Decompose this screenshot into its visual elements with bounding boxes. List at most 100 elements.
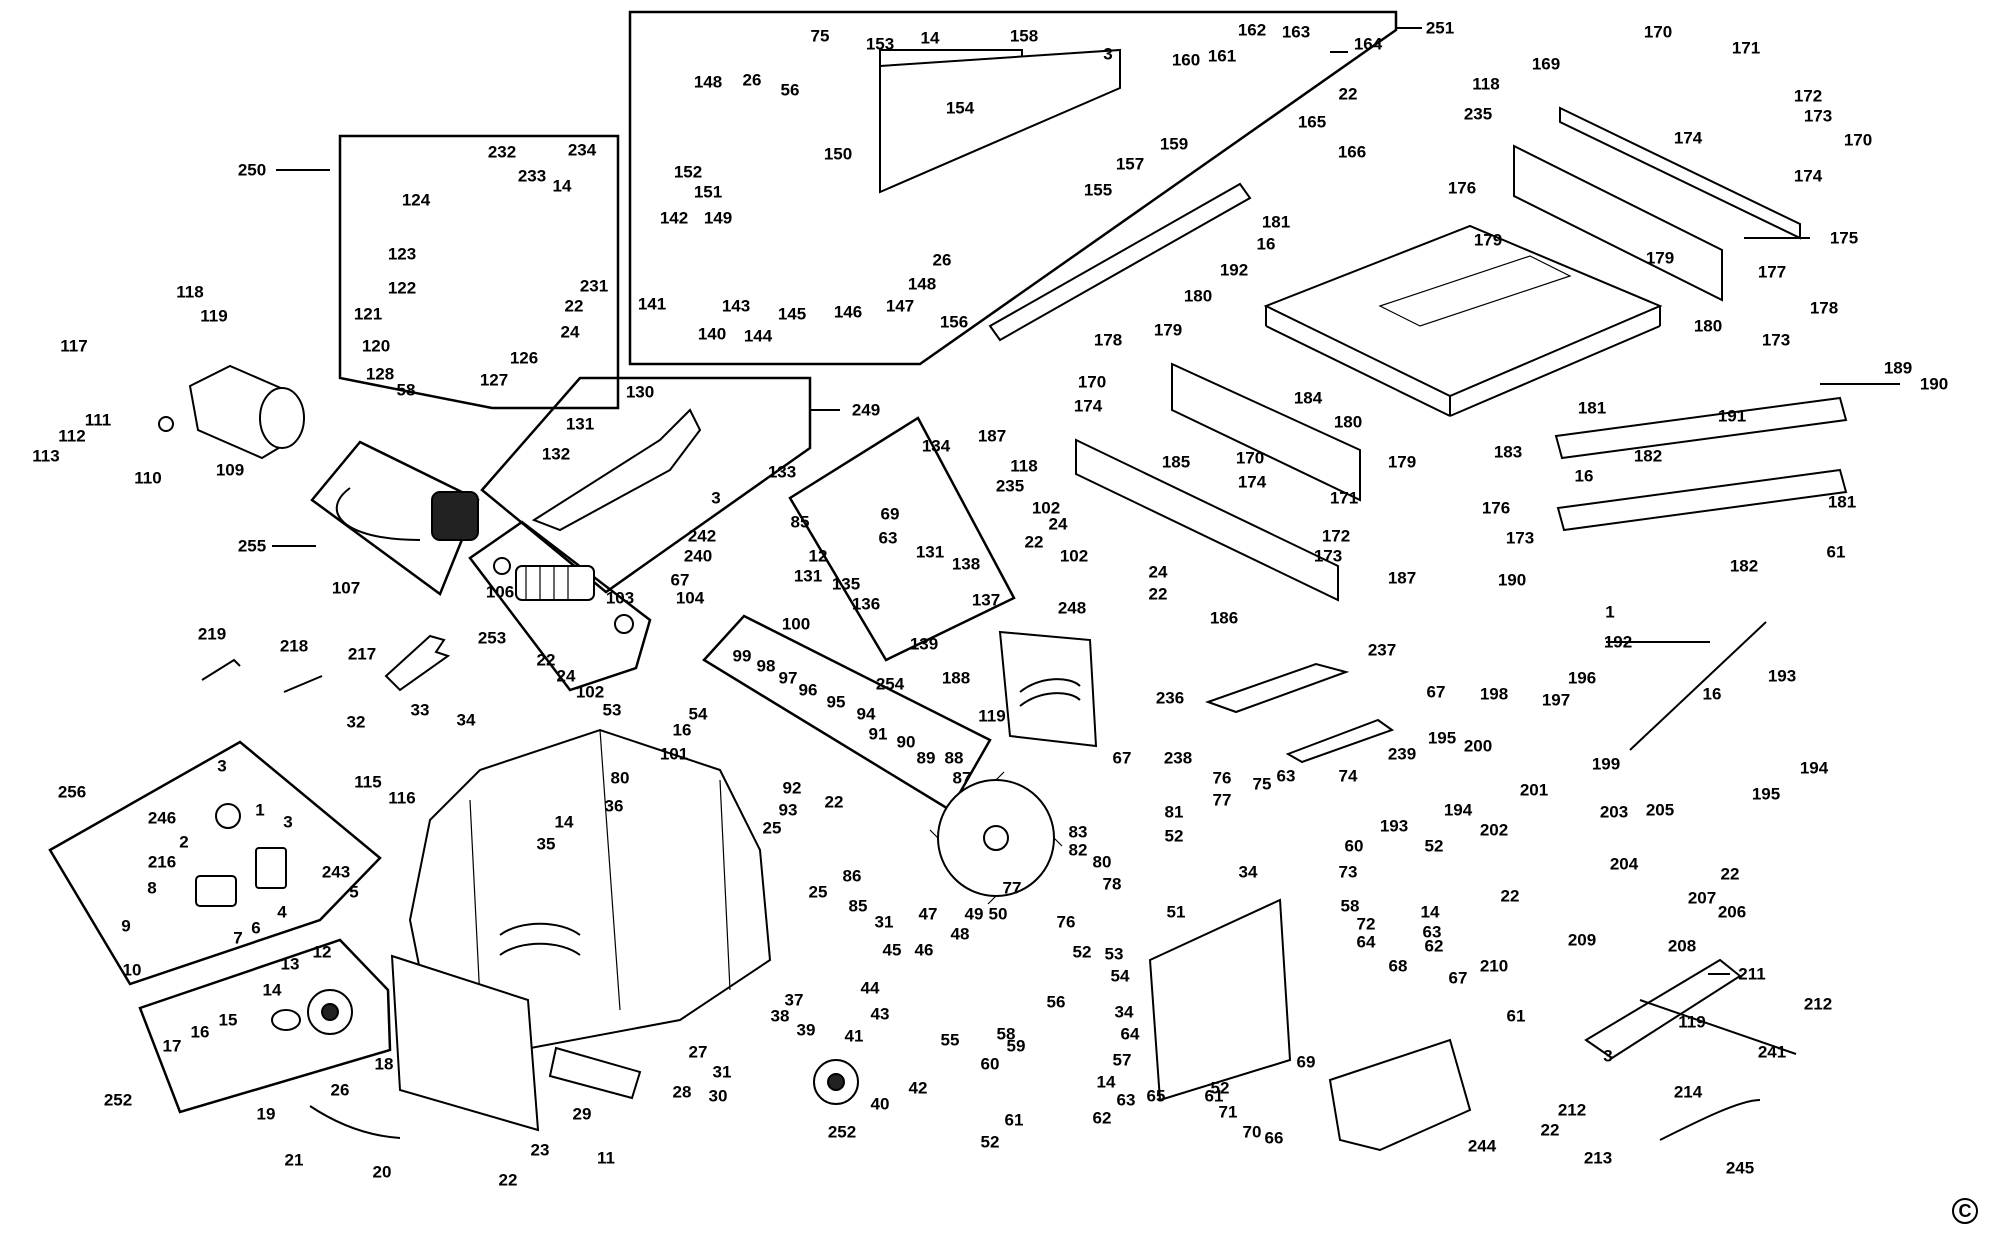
part-number-label: 64 [1356, 932, 1376, 952]
part-number-label: 58 [396, 380, 416, 400]
part-number-label: 131 [793, 566, 823, 586]
part-number-label: 54 [1110, 966, 1130, 986]
part-number-label: 41 [844, 1026, 864, 1046]
part-number-label: 153 [865, 34, 895, 54]
group-box-253 [468, 520, 652, 692]
part-number-label: 197 [1541, 690, 1571, 710]
part-number-label: 54 [688, 704, 708, 724]
part-number-label: 166 [1337, 142, 1367, 162]
part-number-label: 152 [673, 162, 703, 182]
part-number-label: 212 [1557, 1100, 1587, 1120]
part-number-label: 154 [945, 98, 975, 118]
part-number-label: 61 [1826, 542, 1846, 562]
part-number-label: 151 [693, 182, 723, 202]
group-box-256 [48, 740, 382, 986]
part-number-label: 99 [732, 646, 752, 666]
part-number-label: 64 [1120, 1024, 1140, 1044]
part-number-label: 149 [703, 208, 733, 228]
part-number-label: 184 [1293, 388, 1323, 408]
part-number-label: 193 [1767, 666, 1797, 686]
part-number-label: 19 [256, 1104, 276, 1124]
part-number-label: 174 [1793, 166, 1823, 186]
part-number-label: 150 [823, 144, 853, 164]
part-number-label: 63 [1116, 1090, 1136, 1110]
part-number-label: 116 [388, 788, 416, 808]
part-number-label: 65 [1146, 1086, 1166, 1106]
part-number-label: 158 [1009, 26, 1039, 46]
copyright-icon: C [1952, 1198, 1978, 1224]
part-number-label: 49 [964, 904, 984, 924]
part-number-label: 200 [1463, 736, 1493, 756]
part-number-label: 173 [1313, 546, 1343, 566]
part-number-label: 179 [1645, 248, 1675, 268]
part-number-label: 87 [952, 768, 972, 788]
part-number-label: 22 [824, 792, 844, 812]
part-number-label: 77 [1002, 878, 1022, 898]
part-number-label: 187 [1387, 568, 1417, 588]
part-number-label: 118 [1010, 456, 1038, 476]
part-number-label: 115 [354, 772, 382, 792]
part-number-label: 232 [487, 142, 517, 162]
part-number-label: 75 [1252, 774, 1272, 794]
part-number-label: 3 [283, 812, 293, 832]
part-number-label: 128 [365, 364, 395, 384]
part-number-label: 201 [1519, 780, 1549, 800]
part-number-label: 134 [921, 436, 951, 456]
part-number-label: 160 [1171, 50, 1201, 70]
part-number-label: 205 [1645, 800, 1675, 820]
part-number-label: 135 [831, 574, 861, 594]
part-number-label: 98 [756, 656, 776, 676]
part-number-label: 235 [995, 476, 1025, 496]
part-number-label: 81 [1164, 802, 1184, 822]
part-number-label: 251 [1425, 18, 1455, 38]
part-number-label: 234 [567, 140, 597, 160]
part-number-label: 181 [1577, 398, 1607, 418]
part-number-label: 59 [1006, 1036, 1026, 1056]
table-top-183 [1263, 224, 1663, 417]
part-number-label: 137 [971, 590, 1001, 610]
part-number-label: 67 [1448, 968, 1468, 988]
part-number-label: 26 [742, 70, 762, 90]
part-number-label: 187 [977, 426, 1007, 446]
part-number-label: 141 [637, 294, 667, 314]
part-number-label: 180 [1693, 316, 1723, 336]
part-number-label: 119 [200, 306, 228, 326]
part-number-label: 248 [1057, 598, 1087, 618]
part-number-label: 148 [907, 274, 937, 294]
part-number-label: 72 [1356, 914, 1376, 934]
part-number-label: 93 [778, 800, 798, 820]
fence-236 [1205, 662, 1350, 714]
part-number-label: 63 [1422, 922, 1442, 942]
part-number-label: 10 [122, 960, 142, 980]
part-number-label: 191 [1717, 406, 1747, 426]
part-number-label: 174 [1237, 472, 1267, 492]
part-number-label: 52 [1210, 1078, 1230, 1098]
part-number-label: 180 [1183, 286, 1213, 306]
part-number-label: 165 [1297, 112, 1327, 132]
part-number-label: 127 [479, 370, 509, 390]
part-number-label: 14 [552, 176, 572, 196]
part-number-label: 210 [1479, 956, 1509, 976]
part-number-label: 22 [498, 1170, 518, 1190]
part-number-label: 52 [980, 1132, 1000, 1152]
part-number-label: 142 [659, 208, 689, 228]
part-number-label: 48 [950, 924, 970, 944]
part-number-label: 102 [1031, 498, 1061, 518]
part-number-label: 61 [1204, 1086, 1224, 1106]
group-box-248 [788, 416, 1016, 662]
part-number-label: 217 [347, 644, 377, 664]
part-number-label: 138 [951, 554, 981, 574]
part-number-label: 8 [147, 878, 157, 898]
part-number-label: 147 [885, 296, 915, 316]
part-number-label: 144 [743, 326, 773, 346]
part-number-label: 24 [560, 322, 580, 342]
part-number-label: 15 [218, 1010, 238, 1030]
part-number-label: 183 [1493, 442, 1523, 462]
part-number-label: 34 [1114, 1002, 1134, 1022]
part-number-label: 2 [179, 832, 189, 852]
part-number-label: 246 [147, 808, 177, 828]
saw-blade [929, 771, 1063, 905]
part-number-label: 119 [1678, 1012, 1706, 1032]
part-number-label: 14 [1096, 1072, 1116, 1092]
part-number-label: 255 [237, 536, 267, 556]
